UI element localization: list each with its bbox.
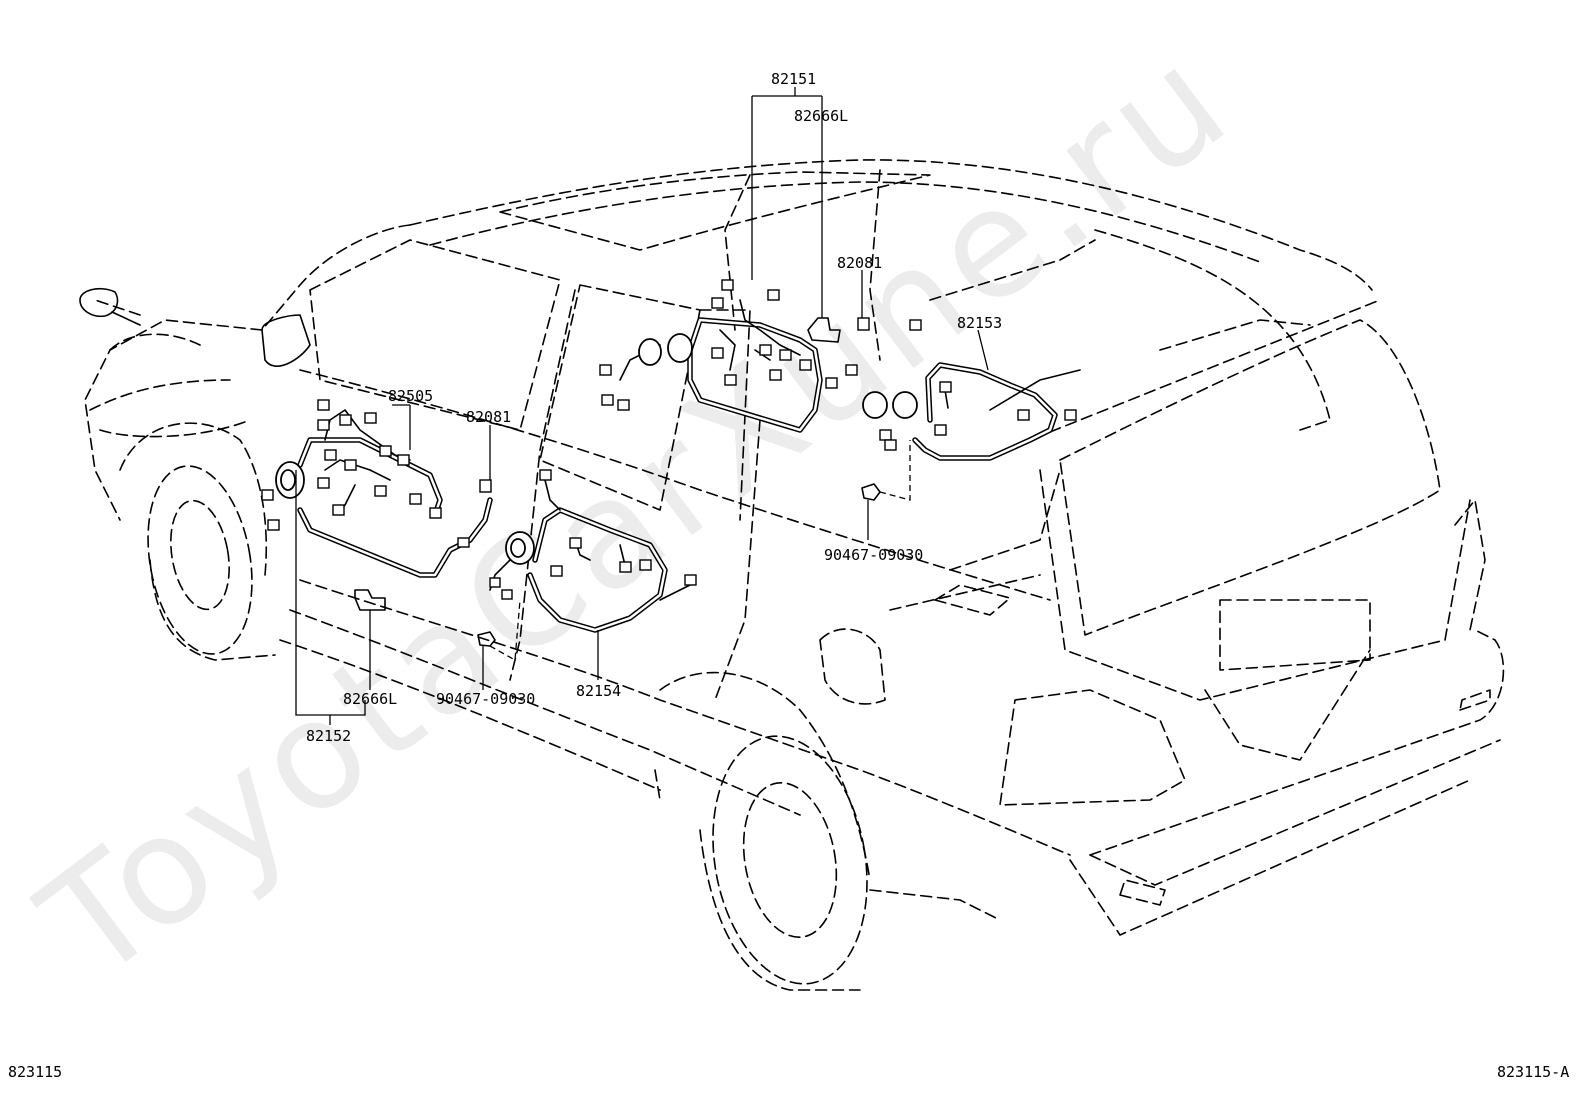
harness-82152 [261, 399, 493, 611]
diagram-code-left: 823115 [8, 1063, 62, 1081]
harness-82153 [861, 319, 1081, 501]
label-90467-09030-left: 90467-09030 [436, 690, 535, 708]
label-82152: 82152 [306, 727, 351, 745]
vehicle-outline [79, 159, 1505, 991]
label-82153: 82153 [957, 314, 1002, 332]
label-82154: 82154 [576, 682, 621, 700]
label-90467-09030-right: 90467-09030 [824, 546, 923, 564]
label-82505: 82505 [388, 387, 433, 405]
label-82081-top: 82081 [837, 254, 882, 272]
diagram-code-right: 823115-A [1497, 1063, 1569, 1081]
harness-82154 [477, 469, 697, 647]
label-82666L-top: 82666L [794, 107, 848, 125]
label-82666L-bottom: 82666L [343, 690, 397, 708]
label-82151: 82151 [771, 70, 816, 88]
harness-82151 [599, 279, 870, 433]
label-82081-mid: 82081 [466, 408, 511, 426]
watermark-text: ToyotaCarXune.ru [11, 12, 1261, 1014]
part-labels: 82151 82666L 82081 82153 82505 82081 904… [306, 70, 1002, 745]
leader-lines [295, 87, 989, 725]
